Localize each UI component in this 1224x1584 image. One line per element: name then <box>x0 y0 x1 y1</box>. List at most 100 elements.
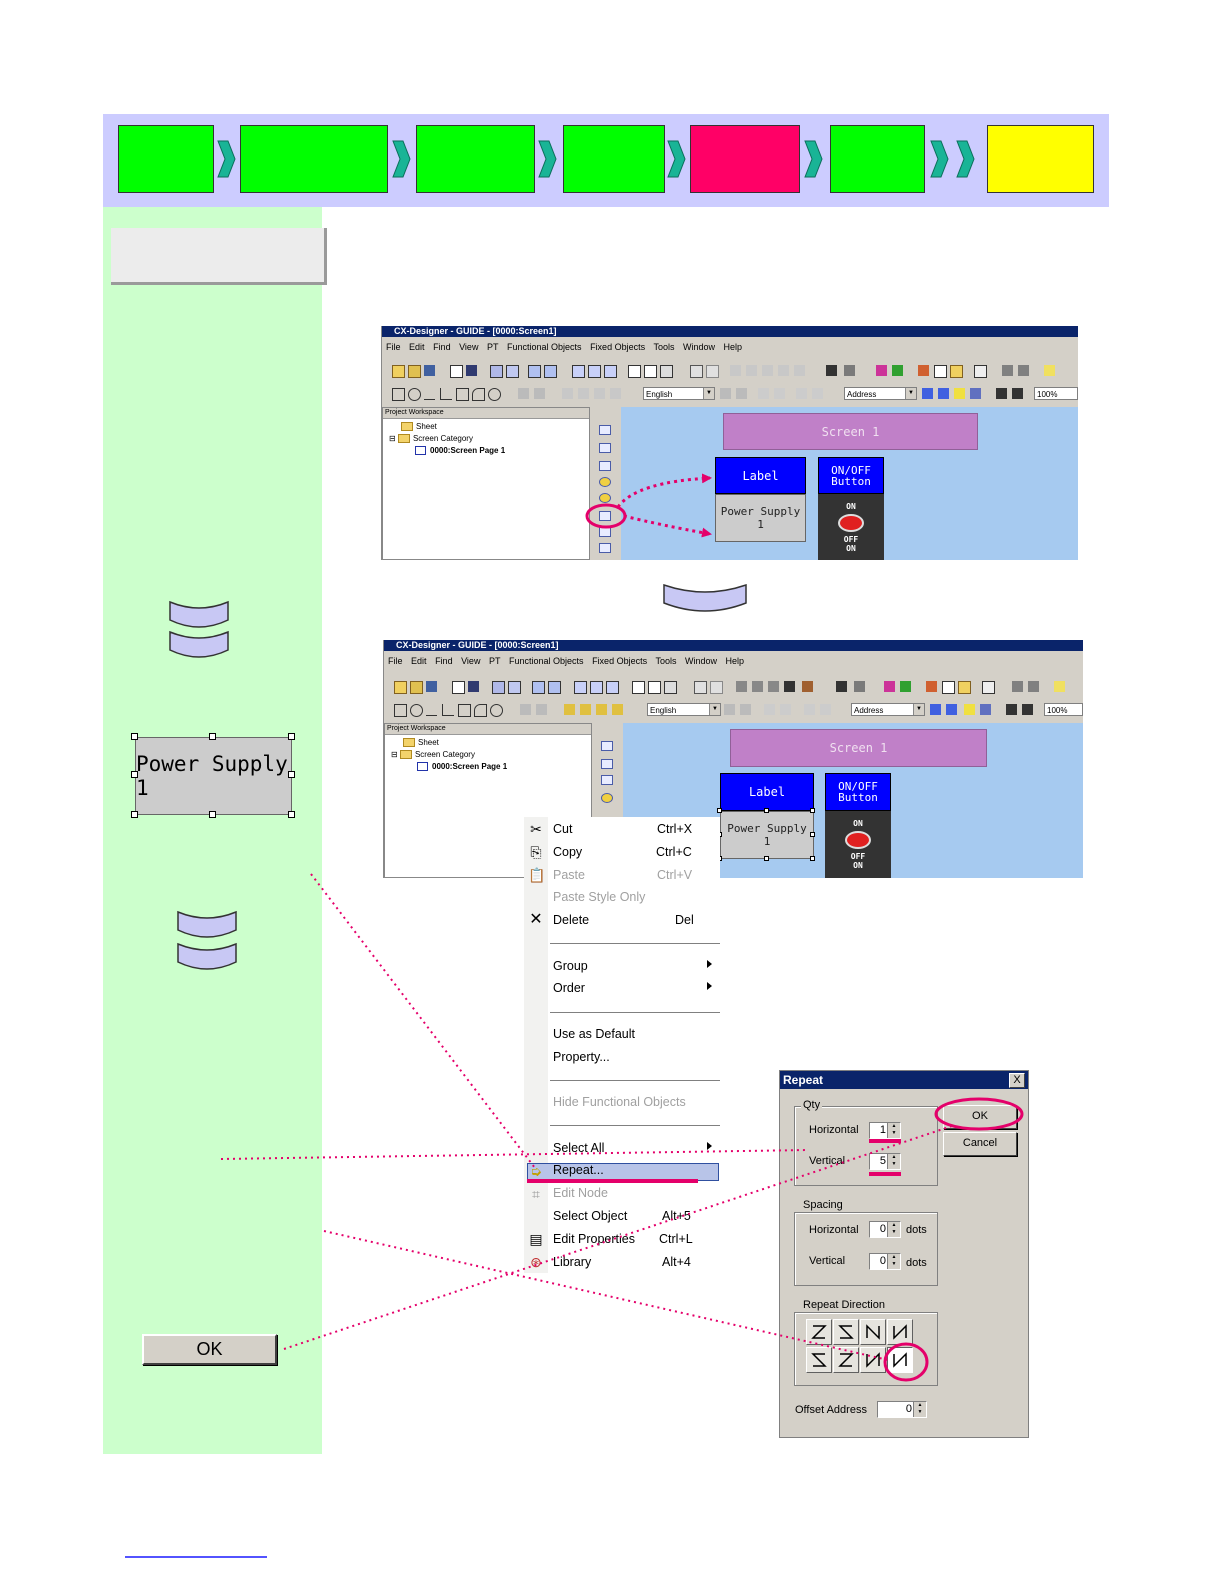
ok-button[interactable]: OK <box>943 1105 1017 1129</box>
menu-item-edit-node[interactable]: Edit Node <box>553 1186 608 1200</box>
help-icon[interactable] <box>1044 365 1055 376</box>
language-select[interactable]: English▼ <box>643 387 715 400</box>
resize-handle[interactable] <box>288 733 295 740</box>
order-icon[interactable] <box>594 388 605 399</box>
save-icon[interactable] <box>424 365 435 376</box>
folder-icon[interactable] <box>958 681 971 694</box>
resize-handle[interactable] <box>131 733 138 740</box>
resize-handle[interactable] <box>810 832 815 837</box>
layout-icon[interactable] <box>588 365 601 378</box>
order-icon[interactable] <box>596 704 607 715</box>
onoff-switch-object[interactable]: ON OFF ON <box>825 811 891 878</box>
help-icon[interactable] <box>1054 681 1065 692</box>
direction-z-right-up-icon[interactable] <box>806 1347 832 1373</box>
sector-icon[interactable] <box>472 388 485 401</box>
tree-item-screen-page[interactable]: 0000:Screen Page 1 <box>417 762 507 772</box>
align-icon[interactable] <box>536 704 547 715</box>
list-icon[interactable] <box>974 365 987 378</box>
print-icon[interactable] <box>660 365 673 378</box>
copy-icon[interactable] <box>746 365 757 376</box>
rectangle-icon[interactable] <box>394 704 407 717</box>
label-object[interactable]: Label <box>715 457 806 494</box>
polygon-icon[interactable] <box>456 388 469 401</box>
direction-z-right-down-icon[interactable] <box>806 1319 832 1345</box>
spin-arrows-icon[interactable]: ▲▼ <box>887 1222 900 1237</box>
screen-title-object[interactable]: Screen 1 <box>730 729 987 767</box>
onoff-switch-object[interactable]: ON OFF ON <box>818 494 884 560</box>
paste-icon[interactable] <box>762 365 773 376</box>
menu-item-library[interactable]: Library <box>553 1255 592 1269</box>
menu-item-copy[interactable]: Copy <box>553 845 583 859</box>
spacing-icon[interactable] <box>764 704 775 715</box>
multi-function-icon[interactable] <box>601 775 613 785</box>
preview-icon[interactable] <box>648 681 661 694</box>
open-icon[interactable] <box>408 365 421 378</box>
order-icon[interactable] <box>612 704 623 715</box>
resize-handle[interactable] <box>810 856 815 861</box>
tree-item-screen-category[interactable]: ⊟ Screen Category <box>389 434 473 444</box>
menu-item-delete[interactable]: Delete <box>553 913 590 927</box>
grid-icon[interactable] <box>996 388 1007 399</box>
tool-icon[interactable] <box>794 365 805 376</box>
redo-icon[interactable] <box>706 365 719 378</box>
menu-fixed-objects[interactable]: Fixed Objects <box>590 342 646 352</box>
text-icon[interactable] <box>740 704 751 715</box>
menu-file[interactable]: File <box>388 656 403 666</box>
menu-item-edit-properties[interactable]: Edit Properties <box>553 1232 635 1246</box>
save-icon[interactable] <box>426 681 437 692</box>
document-icon[interactable] <box>632 681 645 694</box>
menu-item-paste[interactable]: Paste <box>553 868 585 882</box>
find-icon[interactable] <box>826 365 837 376</box>
resize-handle[interactable] <box>764 808 769 813</box>
frame-icon[interactable] <box>980 704 991 715</box>
align-icon[interactable] <box>520 704 531 715</box>
menu-item-hide-functional-objects[interactable]: Hide Functional Objects <box>553 1095 686 1109</box>
transfer-icon[interactable] <box>532 681 545 694</box>
disk-icon[interactable] <box>468 681 479 692</box>
menu-pt[interactable]: PT <box>488 656 501 666</box>
paste-icon[interactable] <box>768 681 779 692</box>
text-icon[interactable] <box>724 704 735 715</box>
label-object[interactable]: Label <box>720 773 814 811</box>
gear-icon[interactable] <box>1018 365 1029 376</box>
resize-handle[interactable] <box>131 771 138 778</box>
open-icon[interactable] <box>410 681 423 694</box>
tool-icon[interactable] <box>926 681 937 692</box>
polygon-icon[interactable] <box>458 704 471 717</box>
grid-icon[interactable] <box>1006 704 1017 715</box>
sector-icon[interactable] <box>474 704 487 717</box>
word-button-icon[interactable] <box>601 759 613 769</box>
order-icon[interactable] <box>610 388 621 399</box>
menu-view[interactable]: View <box>461 656 481 666</box>
preview-icon[interactable] <box>644 365 657 378</box>
address-select[interactable]: Address▼ <box>844 387 917 400</box>
menu-item-group[interactable]: Group <box>553 959 588 973</box>
test-icon[interactable] <box>900 681 911 692</box>
group-icon[interactable] <box>562 388 573 399</box>
tool-icon[interactable] <box>802 681 813 692</box>
onoff-button-object[interactable]: ON/OFF Button <box>825 773 891 811</box>
spin-arrows-icon[interactable]: ▲▼ <box>887 1123 900 1138</box>
menu-window[interactable]: Window <box>682 342 715 352</box>
menu-functional-objects[interactable]: Functional Objects <box>507 342 582 352</box>
replace-icon[interactable] <box>844 365 855 376</box>
direction-n-up-left-icon[interactable] <box>887 1319 913 1345</box>
address-icon[interactable] <box>930 704 941 715</box>
check-icon[interactable] <box>884 681 895 692</box>
menu-tools[interactable]: Tools <box>655 656 677 666</box>
arc-icon[interactable] <box>490 704 503 717</box>
tree-item-sheet[interactable]: Sheet <box>403 738 439 748</box>
align-icon[interactable] <box>518 388 529 399</box>
new-icon[interactable] <box>392 365 405 378</box>
qty-vertical-spinner[interactable]: 5▲▼ <box>869 1153 901 1170</box>
tree-item-screen-category[interactable]: ⊟ Screen Category <box>391 750 475 760</box>
screen-canvas[interactable]: Screen 1 Label Power Supply 1 ON/OFF But… <box>621 407 1078 560</box>
text-icon[interactable] <box>720 388 731 399</box>
bulb-icon[interactable] <box>964 704 975 715</box>
new-icon[interactable] <box>394 681 407 694</box>
tree-item-sheet[interactable]: Sheet <box>401 422 437 432</box>
resize-handle[interactable] <box>131 811 138 818</box>
undo-icon[interactable] <box>690 365 703 378</box>
resize-handle[interactable] <box>764 856 769 861</box>
spin-arrows-icon[interactable]: ▲▼ <box>887 1154 900 1169</box>
